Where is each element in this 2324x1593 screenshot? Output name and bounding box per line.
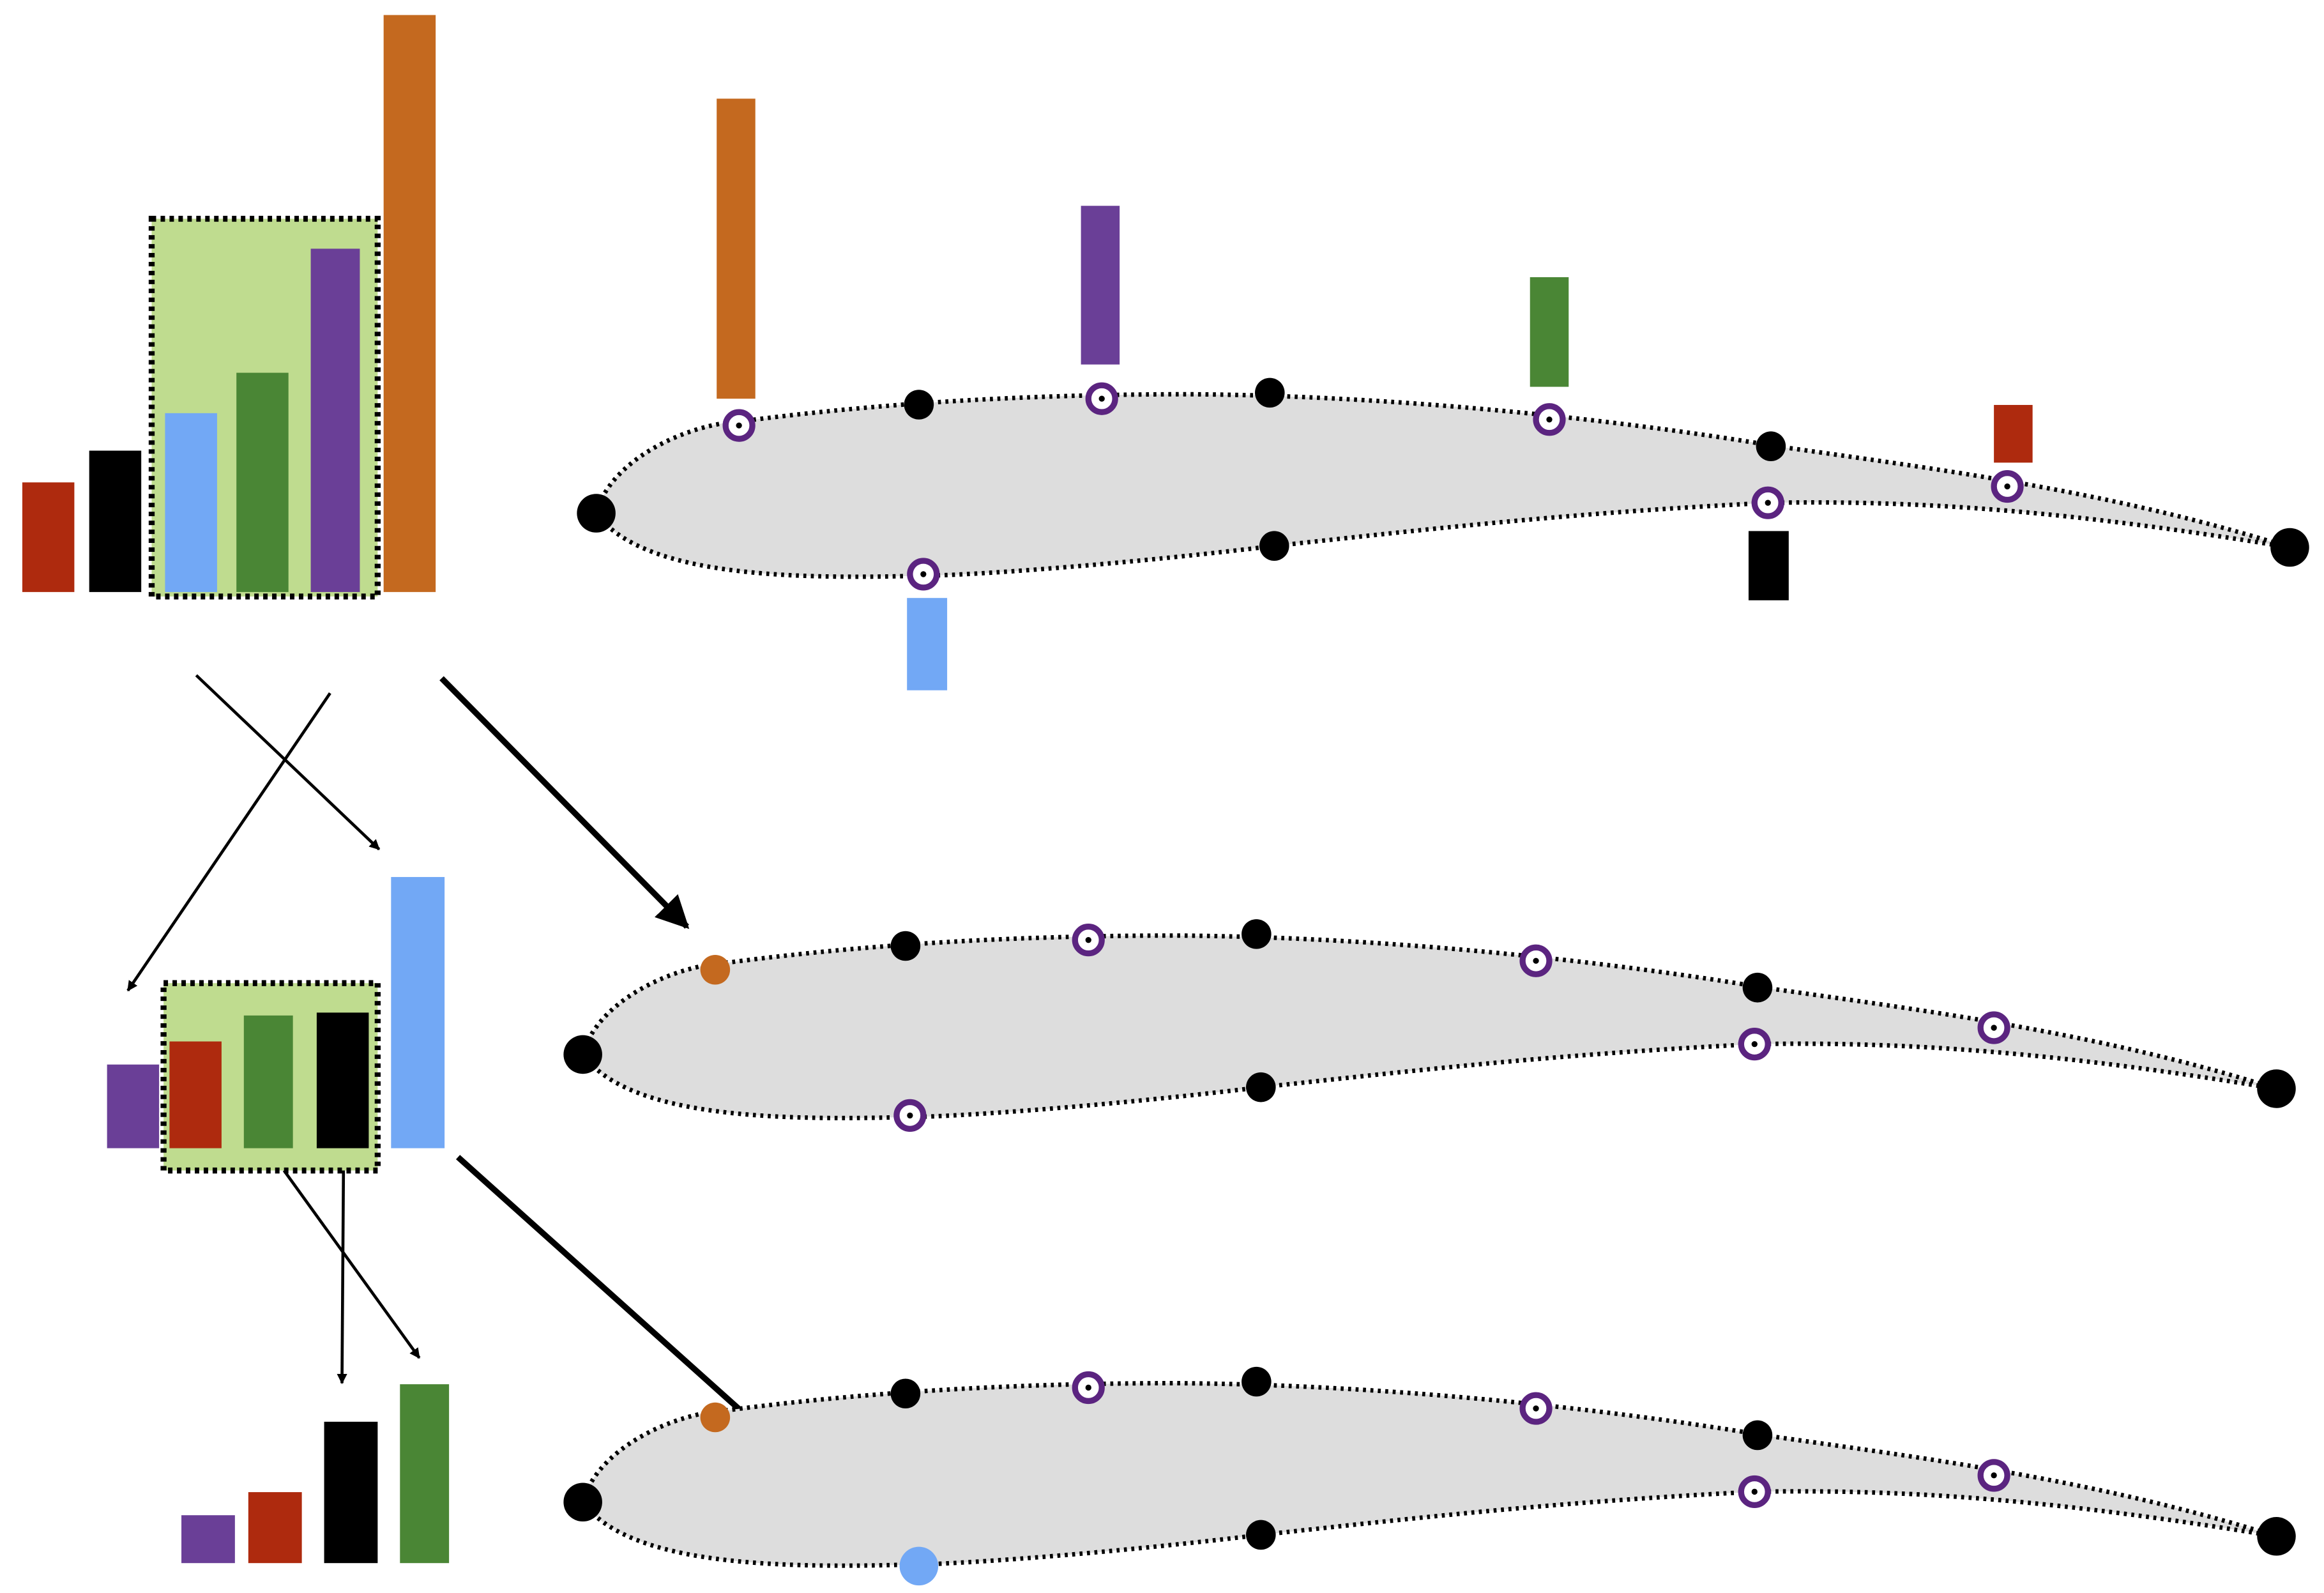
airfoil-2-outline <box>580 933 2277 1120</box>
arrow-stage1-to-airfoil2 <box>439 676 690 929</box>
candidate-bar-orange <box>717 98 756 399</box>
airfoil-2-sensor-ring <box>893 1099 927 1132</box>
selected-sensor-orange <box>700 954 731 985</box>
bar-stage-3-purple <box>181 1515 235 1564</box>
airfoil-3-node <box>1246 1520 1276 1550</box>
airfoil-2-leading-edge-node <box>563 1035 602 1074</box>
selected-sensor-orange <box>700 1402 731 1433</box>
candidate-bar-green <box>1530 277 1569 387</box>
bar-group-stage-1 <box>22 15 436 600</box>
airfoil-1-node <box>1756 431 1786 461</box>
airfoil-3-node <box>1742 1420 1773 1451</box>
airfoil-2-node <box>890 931 921 961</box>
bar-stage-1-red <box>22 482 75 592</box>
airfoil-3 <box>563 1366 2296 1586</box>
candidate-bar-purple <box>1081 206 1120 365</box>
arrows <box>126 674 890 1545</box>
airfoil-2-sensor-ring <box>1738 1028 1771 1061</box>
bar-stage-1-purple <box>310 248 360 592</box>
airfoil-1-node <box>1255 377 1285 408</box>
bar-stage-2-red <box>169 1041 222 1148</box>
bar-stage-1-green <box>236 372 289 592</box>
airfoil-2-node <box>1242 919 1272 949</box>
airfoil-2-node <box>1742 972 1773 1003</box>
bar-stage-3-green <box>400 1384 450 1564</box>
airfoil-1 <box>577 98 2309 690</box>
airfoil-2 <box>563 919 2296 1132</box>
airfoil-1-trailing-edge-node <box>2270 528 2309 567</box>
airfoil-1-sensor-ring <box>1991 469 2024 503</box>
airfoil-2-sensor-ring <box>1072 924 1105 957</box>
airfoil-1-sensor-ring <box>1533 403 1566 436</box>
airfoil-2-sensor-ring <box>1977 1011 2010 1044</box>
airfoil-1-sensor-ring <box>907 558 940 591</box>
airfoil-1-node <box>904 390 934 420</box>
airfoil-3-leading-edge-node <box>563 1482 602 1522</box>
airfoil-1-node <box>1259 531 1289 561</box>
candidate-bar-blue <box>907 598 948 690</box>
bar-stage-2-green <box>243 1015 293 1148</box>
airfoil-3-trailing-edge-node <box>2257 1517 2296 1556</box>
candidate-bar-black <box>1748 531 1789 600</box>
bar-stage-2-purple <box>107 1064 160 1148</box>
airfoil-3-sensor-ring <box>1519 1392 1553 1425</box>
airfoil-1-sensor-ring <box>722 409 756 442</box>
airfoil-3-outline <box>580 1380 2277 1568</box>
selected-sensor-blue <box>899 1546 939 1586</box>
airfoil-1-sensor-ring <box>1751 486 1784 519</box>
bar-stage-3-black <box>324 1421 378 1564</box>
bar-stage-3-red <box>248 1492 302 1564</box>
airfoil-3-sensor-ring <box>1738 1475 1771 1509</box>
airfoil-1-sensor-ring <box>1085 382 1118 415</box>
bar-group-stage-3 <box>181 1384 450 1564</box>
airfoil-1-outline <box>593 392 2291 579</box>
airfoil-3-node <box>890 1378 921 1409</box>
arrow-stage1-to-stage2-purple <box>126 692 331 992</box>
airfoil-3-sensor-ring <box>1977 1459 2010 1492</box>
bar-group-stage-2 <box>107 877 445 1174</box>
airfoil-3-sensor-ring <box>1072 1371 1105 1405</box>
airfoil-1-leading-edge-node <box>577 494 616 533</box>
bar-stage-1-blue <box>165 413 217 592</box>
bar-stage-2-blue <box>391 877 445 1148</box>
airfoil-2-sensor-ring <box>1519 944 1553 977</box>
candidate-bar-red <box>1994 404 2033 463</box>
airfoil-2-trailing-edge-node <box>2257 1069 2296 1108</box>
bar-stage-1-black <box>89 450 142 592</box>
arrow-stage2-to-stage3-black <box>337 1170 347 1385</box>
arrow-stage2-to-stage3-green <box>282 1170 421 1359</box>
bar-stage-1-orange <box>383 15 436 592</box>
arrow-stage1-to-stage2-blue <box>195 674 381 851</box>
bar-stage-2-black <box>316 1012 369 1148</box>
airfoil-2-node <box>1246 1072 1276 1102</box>
airfoil-3-node <box>1242 1366 1272 1397</box>
